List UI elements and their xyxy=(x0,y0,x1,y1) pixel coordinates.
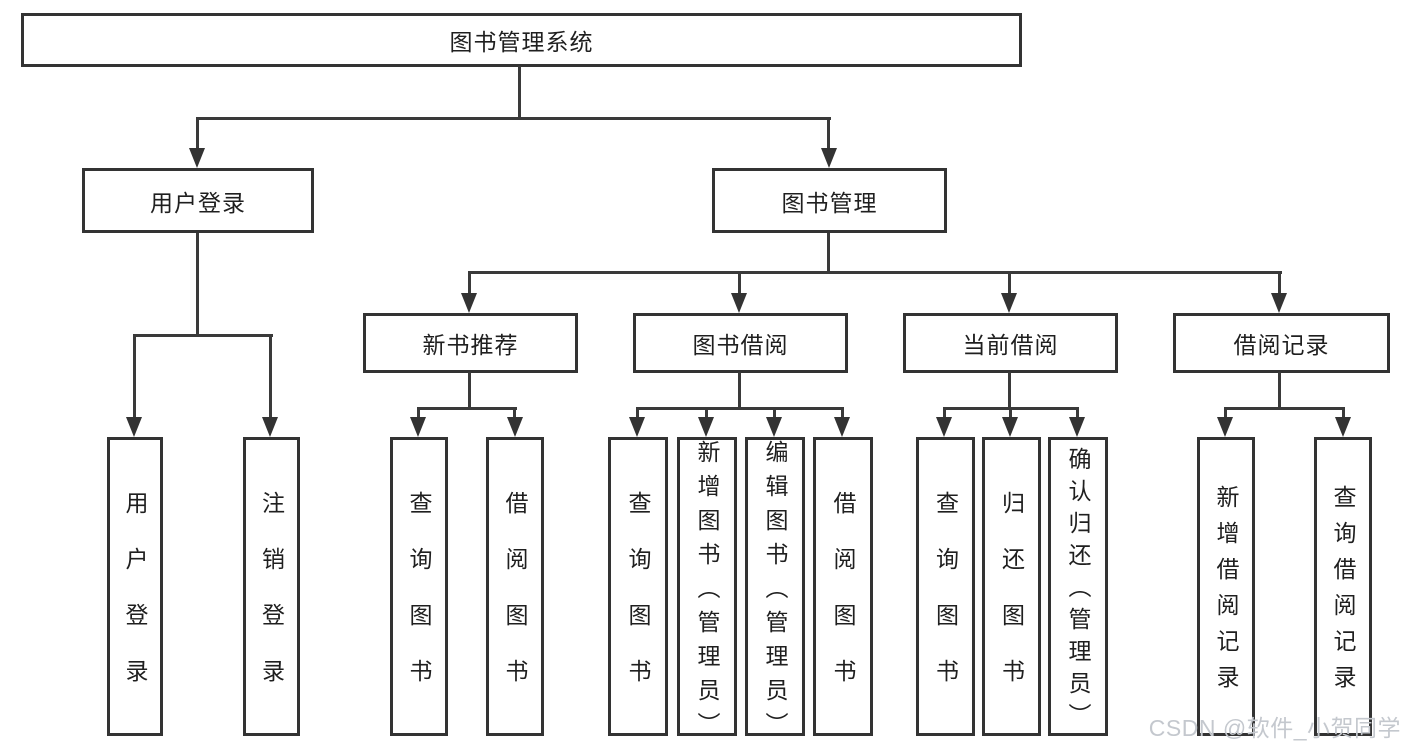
leaf-query-borrow-record-label: 查询借阅记录 xyxy=(1330,485,1356,701)
connector-line xyxy=(841,409,844,418)
leaf-edit-books-admin-label: 编辑图书（管理员） xyxy=(762,440,788,746)
leaf-return-books-label: 归还图书 xyxy=(998,491,1025,715)
leaf-user-login-label: 用户登录 xyxy=(122,491,148,715)
leaf-confirm-return-admin-label: 确认归还（管理员） xyxy=(1065,447,1091,735)
arrowhead-down-icon xyxy=(1217,417,1233,437)
connector-line xyxy=(943,407,1079,410)
leaf-add-borrow-record: 新增借阅记录 xyxy=(1197,437,1255,736)
connector-line xyxy=(196,119,199,150)
node-current-borrowing-label: 当前借阅 xyxy=(962,332,1059,358)
leaf-borrow-books-recommend-label: 借阅图书 xyxy=(502,491,528,715)
connector-line xyxy=(738,372,741,409)
node-new-book-recommendation-label: 新书推荐 xyxy=(422,332,519,358)
connector-line xyxy=(468,372,471,409)
arrowhead-down-icon xyxy=(1335,417,1351,437)
arrowhead-down-icon xyxy=(834,417,850,437)
connector-line xyxy=(417,407,517,410)
connector-line xyxy=(417,409,420,418)
leaf-query-books-borrow-label: 查询图书 xyxy=(625,491,651,715)
arrowhead-down-icon xyxy=(1002,417,1018,437)
node-library-system: 图书管理系统 xyxy=(21,13,1022,67)
arrowhead-down-icon xyxy=(507,417,523,437)
arrowhead-down-icon xyxy=(821,148,837,168)
connector-line xyxy=(1224,407,1345,410)
connector-line xyxy=(773,409,776,418)
leaf-logout-label: 注销登录 xyxy=(258,491,285,715)
arrowhead-down-icon xyxy=(126,417,142,437)
leaf-query-books-recommend-label: 查询图书 xyxy=(406,491,432,715)
connector-line xyxy=(133,334,273,337)
connector-line xyxy=(269,336,272,418)
node-new-book-recommendation: 新书推荐 xyxy=(363,313,578,373)
node-library-system-label: 图书管理系统 xyxy=(449,29,594,55)
node-current-borrowing: 当前借阅 xyxy=(903,313,1118,373)
connector-line xyxy=(133,336,136,418)
connector-line xyxy=(705,409,708,418)
arrowhead-down-icon xyxy=(936,417,952,437)
leaf-borrow-books: 借阅图书 xyxy=(813,437,873,736)
connector-line xyxy=(196,233,199,337)
connector-line xyxy=(827,233,830,273)
leaf-query-books-recommend: 查询图书 xyxy=(390,437,448,736)
leaf-query-borrow-record: 查询借阅记录 xyxy=(1314,437,1372,736)
leaf-return-books: 归还图书 xyxy=(982,437,1041,736)
leaf-confirm-return-admin: 确认归还（管理员） xyxy=(1048,437,1108,736)
connector-line xyxy=(518,66,521,119)
leaf-add-books-admin: 新增图书（管理员） xyxy=(677,437,737,746)
node-book-management: 图书管理 xyxy=(712,168,947,233)
connector-line xyxy=(513,409,516,418)
arrowhead-down-icon xyxy=(731,293,747,313)
node-borrowing-records-label: 借阅记录 xyxy=(1233,332,1330,358)
connector-line xyxy=(468,271,1282,274)
arrowhead-down-icon xyxy=(629,417,645,437)
leaf-borrow-books-recommend: 借阅图书 xyxy=(486,437,544,736)
leaf-user-login: 用户登录 xyxy=(107,437,163,736)
connector-line xyxy=(1008,372,1011,409)
node-borrowing-records: 借阅记录 xyxy=(1173,313,1390,373)
connector-line xyxy=(1278,372,1281,409)
leaf-add-books-admin-label: 新增图书（管理员） xyxy=(694,440,720,746)
connector-line xyxy=(1076,409,1079,418)
node-user-login: 用户登录 xyxy=(82,168,314,233)
node-book-borrowing-label: 图书借阅 xyxy=(692,332,789,358)
node-book-management-label: 图书管理 xyxy=(781,189,878,216)
connector-line xyxy=(468,273,471,294)
connector-line xyxy=(943,409,946,418)
leaf-add-borrow-record-label: 新增借阅记录 xyxy=(1213,485,1239,701)
arrowhead-down-icon xyxy=(766,417,782,437)
arrowhead-down-icon xyxy=(1069,417,1085,437)
connector-line xyxy=(636,409,639,418)
arrowhead-down-icon xyxy=(461,293,477,313)
arrowhead-down-icon xyxy=(262,417,278,437)
node-user-login-label: 用户登录 xyxy=(150,189,246,216)
connector-line xyxy=(1224,409,1227,418)
arrowhead-down-icon xyxy=(189,148,205,168)
leaf-borrow-books-label: 借阅图书 xyxy=(830,491,856,715)
leaf-edit-books-admin: 编辑图书（管理员） xyxy=(745,437,805,746)
arrowhead-down-icon xyxy=(1271,293,1287,313)
leaf-query-books-borrow: 查询图书 xyxy=(608,437,668,736)
connector-line xyxy=(738,273,741,294)
leaf-query-books-current: 查询图书 xyxy=(916,437,975,736)
leaf-query-books-current-label: 查询图书 xyxy=(932,491,959,715)
node-book-borrowing: 图书借阅 xyxy=(633,313,848,373)
arrowhead-down-icon xyxy=(698,417,714,437)
connector-line xyxy=(1009,409,1012,418)
watermark: CSDN @软件_小贺同学 xyxy=(1148,715,1401,741)
arrowhead-down-icon xyxy=(1001,293,1017,313)
leaf-logout: 注销登录 xyxy=(243,437,300,736)
connector-line xyxy=(827,119,830,150)
connector-line xyxy=(1008,273,1011,294)
arrowhead-down-icon xyxy=(410,417,426,437)
connector-line xyxy=(196,117,831,120)
connector-line xyxy=(1342,409,1345,418)
connector-line xyxy=(1278,273,1281,294)
